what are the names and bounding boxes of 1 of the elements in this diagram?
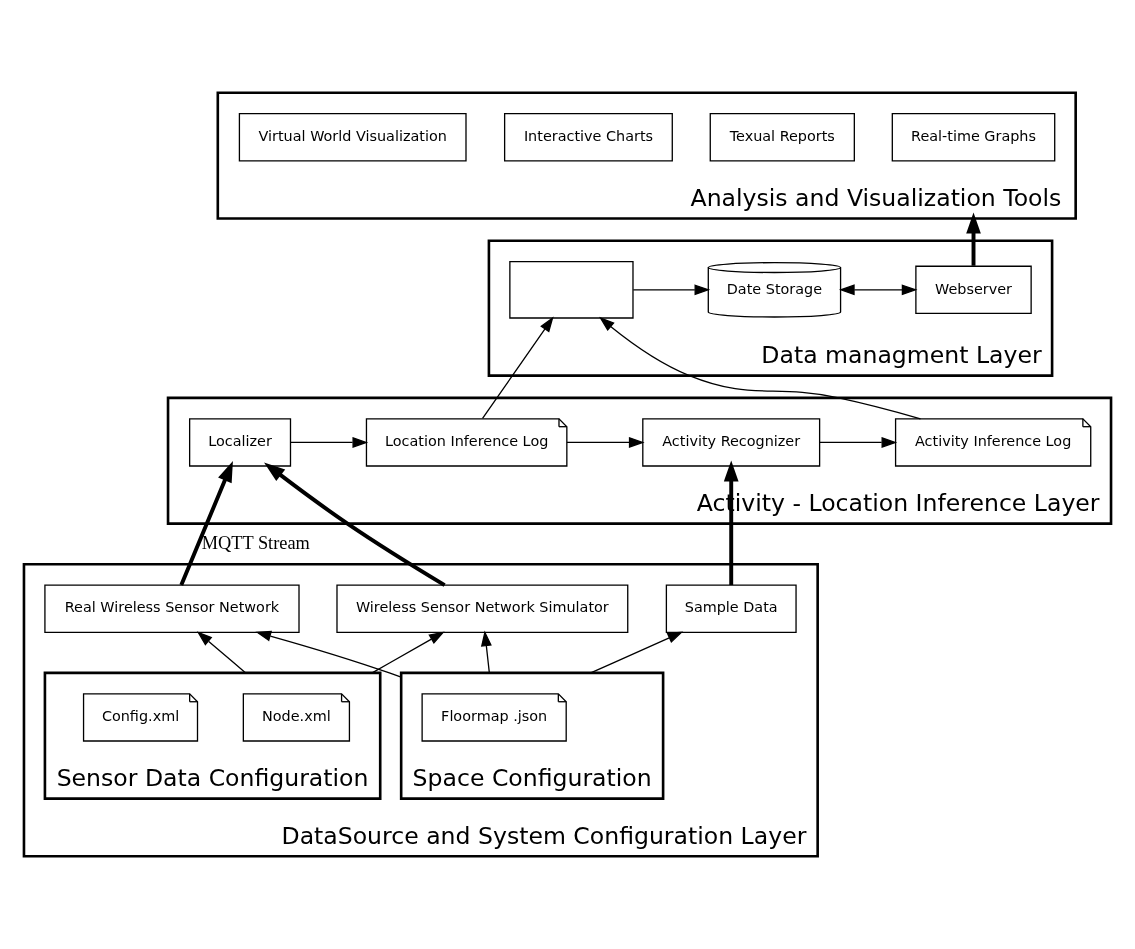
- edge-label: MQTT Stream: [201, 532, 310, 553]
